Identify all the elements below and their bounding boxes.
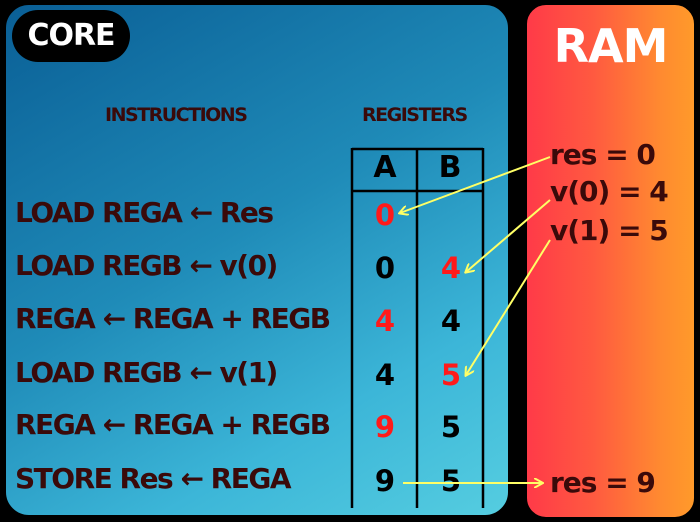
reg-a-value-row-4: 4 <box>374 358 396 392</box>
arrow-v0-to-regb <box>466 199 551 272</box>
registers-header: REGISTERS <box>362 104 468 126</box>
reg-a-value-row-1: 0 <box>374 198 396 232</box>
ram-value-res: res = 0 <box>550 138 656 171</box>
reg-b-value-row-4: 5 <box>440 358 462 392</box>
instruction-5: REGA ← REGA + REGB <box>15 408 331 441</box>
arrow-res-to-rega <box>400 156 551 213</box>
ram-value-v0: v(0) = 4 <box>550 175 669 208</box>
reg-a-value-row-3: 4 <box>374 304 396 338</box>
column-header-b: B <box>438 150 462 185</box>
reg-b-value-row-3: 4 <box>440 304 462 338</box>
instructions-header: INSTRUCTIONS <box>105 104 248 126</box>
core-label: CORE <box>12 10 130 62</box>
arrow-v1-to-regb <box>466 239 551 375</box>
reg-b-value-row-6: 5 <box>440 464 462 498</box>
ram-panel: RAM <box>524 2 697 520</box>
instruction-4: LOAD REGB ← v(1) <box>15 356 278 389</box>
reg-a-value-row-5: 9 <box>374 410 396 444</box>
reg-b-value-row-2: 4 <box>440 251 462 285</box>
core-panel: CORE <box>3 2 511 518</box>
instruction-3: REGA ← REGA + REGB <box>15 302 331 335</box>
reg-b-value-row-5: 5 <box>440 410 462 444</box>
instruction-6: STORE Res ← REGA <box>15 462 292 495</box>
ram-value-v1: v(1) = 5 <box>550 214 669 247</box>
ram-result-res: res = 9 <box>550 466 656 499</box>
ram-label: RAM <box>553 19 669 73</box>
column-header-a: A <box>373 150 397 185</box>
instruction-1: LOAD REGA ← Res <box>15 196 274 229</box>
instruction-2: LOAD REGB ← v(0) <box>15 249 278 282</box>
reg-a-value-row-2: 0 <box>374 251 396 285</box>
reg-a-value-row-6: 9 <box>374 464 396 498</box>
